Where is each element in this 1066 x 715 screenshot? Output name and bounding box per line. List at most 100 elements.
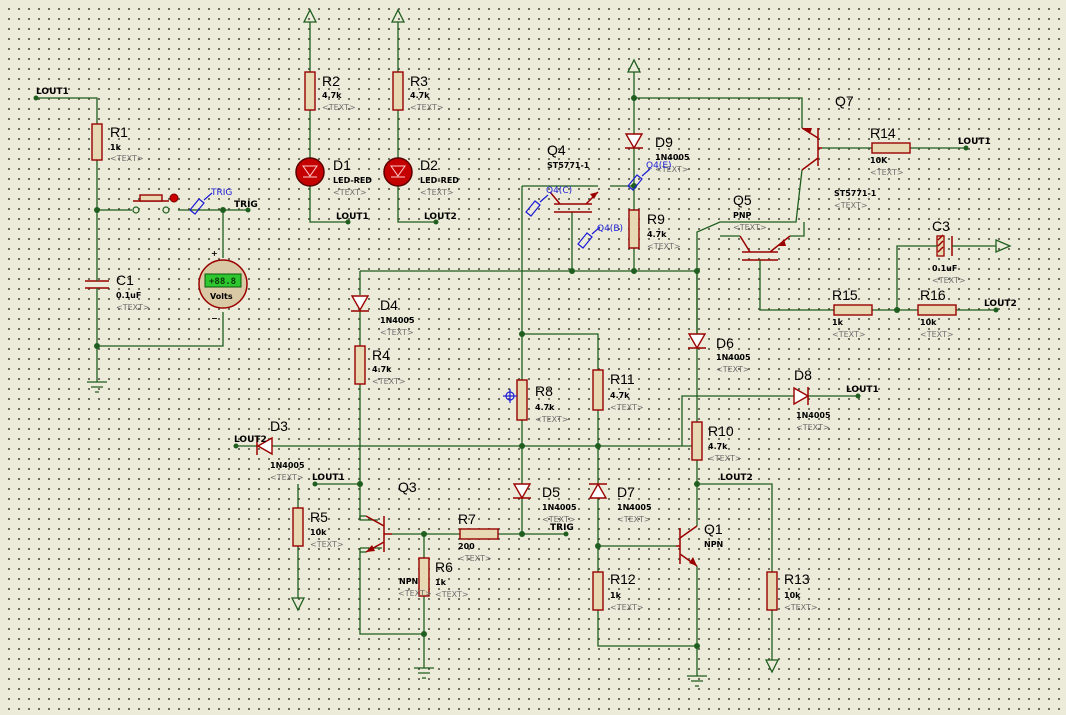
trigger-push-button[interactable]: [132, 193, 179, 214]
svg-text:1N4005: 1N4005: [617, 503, 652, 512]
svg-text:1N4005: 1N4005: [655, 153, 690, 162]
svg-text:<TEXT>: <TEXT>: [784, 603, 818, 612]
resistor-r13[interactable]: R13 10k <TEXT>: [766, 571, 818, 612]
probe-trig[interactable]: TRIG: [189, 188, 232, 215]
net-label-lout1[interactable]: LOUT1: [312, 473, 345, 483]
svg-text:D1: D1: [333, 157, 351, 173]
svg-text:R3: R3: [410, 73, 428, 89]
svg-text:Q4(E): Q4(E): [646, 161, 672, 171]
svg-text:<TEXT>: <TEXT>: [655, 165, 689, 174]
net-label-trig[interactable]: TRIG: [550, 523, 574, 533]
svg-text:10K: 10K: [870, 156, 888, 165]
resistor-r14[interactable]: R14 10K <TEXT>: [870, 125, 911, 177]
resistor-r11[interactable]: R11 4.7k <TEXT>: [592, 369, 644, 412]
transistor-q4[interactable]: Q4 ST5771-1: [547, 142, 599, 213]
svg-text:10k: 10k: [310, 528, 327, 537]
svg-text:NPN: NPN: [704, 540, 723, 549]
svg-text:<TEXT>: <TEXT>: [270, 473, 304, 482]
probe-q4e[interactable]: Q4(E): [627, 161, 672, 191]
diode-d7[interactable]: D7 1N4005 <TEXT>: [588, 482, 652, 524]
capacitor-c1[interactable]: C1 0.1uF <TEXT>: [85, 270, 150, 312]
crosshair-marker-icon[interactable]: [503, 389, 517, 403]
net-label-lout2[interactable]: LOUT2: [720, 473, 753, 483]
svg-text:R4: R4: [372, 347, 390, 363]
resistor-r9[interactable]: R9 4.7k <TEXT>: [628, 209, 681, 251]
svg-text:Q1: Q1: [704, 521, 723, 537]
svg-text:<TEXT>: <TEXT>: [932, 276, 966, 285]
resistor-r2[interactable]: R2 4.7k <TEXT>: [304, 71, 356, 112]
diode-d5[interactable]: D5 1N4005 <TEXT>: [512, 483, 577, 524]
diode-d6[interactable]: D6 1N4005 <TEXT>: [687, 333, 751, 374]
probe-q4b[interactable]: Q4(B): [577, 224, 623, 249]
ground-4[interactable]: [687, 675, 707, 687]
svg-text:1k: 1k: [832, 318, 844, 327]
diode-d8[interactable]: D8 1N4005 <TEXT>: [793, 367, 831, 432]
svg-text:<TEXT>: <TEXT>: [834, 201, 868, 210]
svg-text:4.7k: 4.7k: [610, 391, 630, 400]
resistor-r15[interactable]: R15 1k <TEXT>: [832, 287, 873, 339]
net-label-lout2[interactable]: LOUT2: [424, 212, 457, 222]
resistor-r8[interactable]: R8 4.7k <TEXT>: [516, 379, 569, 424]
svg-text:R13: R13: [784, 571, 810, 587]
voltmeter-plus: +: [211, 249, 218, 258]
resistor-r16[interactable]: R16 10k <TEXT>: [917, 287, 957, 339]
resistor-r4[interactable]: R4 4.7k <TEXT>: [354, 345, 406, 386]
net-label-lout2[interactable]: LOUT2: [984, 299, 1017, 309]
voltmeter-unit: Volts: [210, 292, 233, 301]
resistor-r6[interactable]: R6 1k <TEXT>: [418, 557, 469, 599]
diode-d4[interactable]: D4 1N4005 <TEXT>: [350, 295, 415, 337]
svg-text:<TEXT>: <TEXT>: [380, 328, 414, 337]
net-label-lout1[interactable]: LOUT1: [846, 385, 879, 395]
ground-2[interactable]: [290, 597, 306, 612]
transistor-q1[interactable]: Q1 NPN: [676, 521, 723, 567]
svg-text:<TEXT>: <TEXT>: [333, 188, 367, 197]
svg-text:R2: R2: [322, 73, 340, 89]
svg-text:R5: R5: [310, 509, 328, 525]
svg-text:<TEXT>: <TEXT>: [610, 403, 644, 412]
capacitor-c3[interactable]: C3 0.1uF <TEXT>: [932, 218, 966, 285]
probe-q4c[interactable]: Q4(C): [525, 186, 572, 217]
svg-text:<TEXT>: <TEXT>: [322, 103, 356, 112]
led-d2[interactable]: D2 LED-RED <TEXT>: [383, 157, 459, 197]
svg-text:<TEXT>: <TEXT>: [398, 589, 432, 598]
power-terminal-2[interactable]: [390, 8, 406, 23]
svg-text:C1: C1: [116, 272, 134, 288]
svg-text:D6: D6: [716, 335, 734, 351]
led-d1[interactable]: D1 LED-RED <TEXT>: [295, 157, 372, 197]
diode-d9[interactable]: D9 1N4005 <TEXT>: [624, 133, 690, 174]
net-label-lout2[interactable]: LOUT2: [234, 435, 267, 445]
net-label-lout1[interactable]: LOUT1: [36, 87, 69, 97]
transistor-q3[interactable]: Q3 NPN <TEXT>: [359, 479, 432, 598]
net-label-lout1[interactable]: LOUT1: [336, 212, 369, 222]
diode-d3[interactable]: D3 1N4005 <TEXT>: [256, 418, 305, 482]
power-terminal-4[interactable]: [995, 239, 1012, 253]
resistor-r10[interactable]: R10 4.7k <TEXT>: [691, 421, 742, 463]
svg-text:1N4005: 1N4005: [542, 503, 577, 512]
svg-text:R12: R12: [610, 571, 636, 587]
resistor-r12[interactable]: R12 1k <TEXT>: [592, 571, 644, 612]
svg-text:<TEXT>: <TEXT>: [920, 330, 954, 339]
junctions: [33, 95, 999, 649]
ground-1[interactable]: [87, 381, 107, 393]
resistor-r5[interactable]: R5 10k <TEXT>: [292, 507, 344, 549]
ground-3[interactable]: [414, 667, 434, 679]
svg-text:4.7k: 4.7k: [372, 365, 392, 374]
ground-5[interactable]: [764, 659, 780, 674]
svg-text:Q4(B): Q4(B): [597, 224, 623, 234]
transistor-q7[interactable]: Q7 ST5771-1 <TEXT>: [801, 93, 877, 210]
net-labels: LOUT1 TRIG LOUT1 LOUT2 LOUT1 LOUT2 LOUT2…: [36, 87, 1017, 533]
svg-text:<TEXT>: <TEXT>: [708, 454, 742, 463]
resistor-r3[interactable]: R3 4.7k <TEXT>: [392, 71, 444, 112]
power-terminal-3[interactable]: [626, 58, 642, 98]
svg-text:<TEXT>: <TEXT>: [832, 330, 866, 339]
svg-text:<TEXT>: <TEXT>: [372, 377, 406, 386]
net-label-trig[interactable]: TRIG: [234, 200, 258, 210]
power-terminal-1[interactable]: [302, 8, 318, 23]
svg-text:200: 200: [458, 542, 475, 551]
resistor-r7[interactable]: R7 200 <TEXT>: [458, 511, 499, 563]
resistor-r1[interactable]: R1 1k <TEXT>: [91, 123, 144, 163]
voltmeter[interactable]: +88.8 Volts + −: [198, 249, 248, 323]
transistor-q5[interactable]: Q5 PNP <TEXT>: [720, 192, 791, 262]
net-label-lout1[interactable]: LOUT1: [958, 137, 991, 147]
